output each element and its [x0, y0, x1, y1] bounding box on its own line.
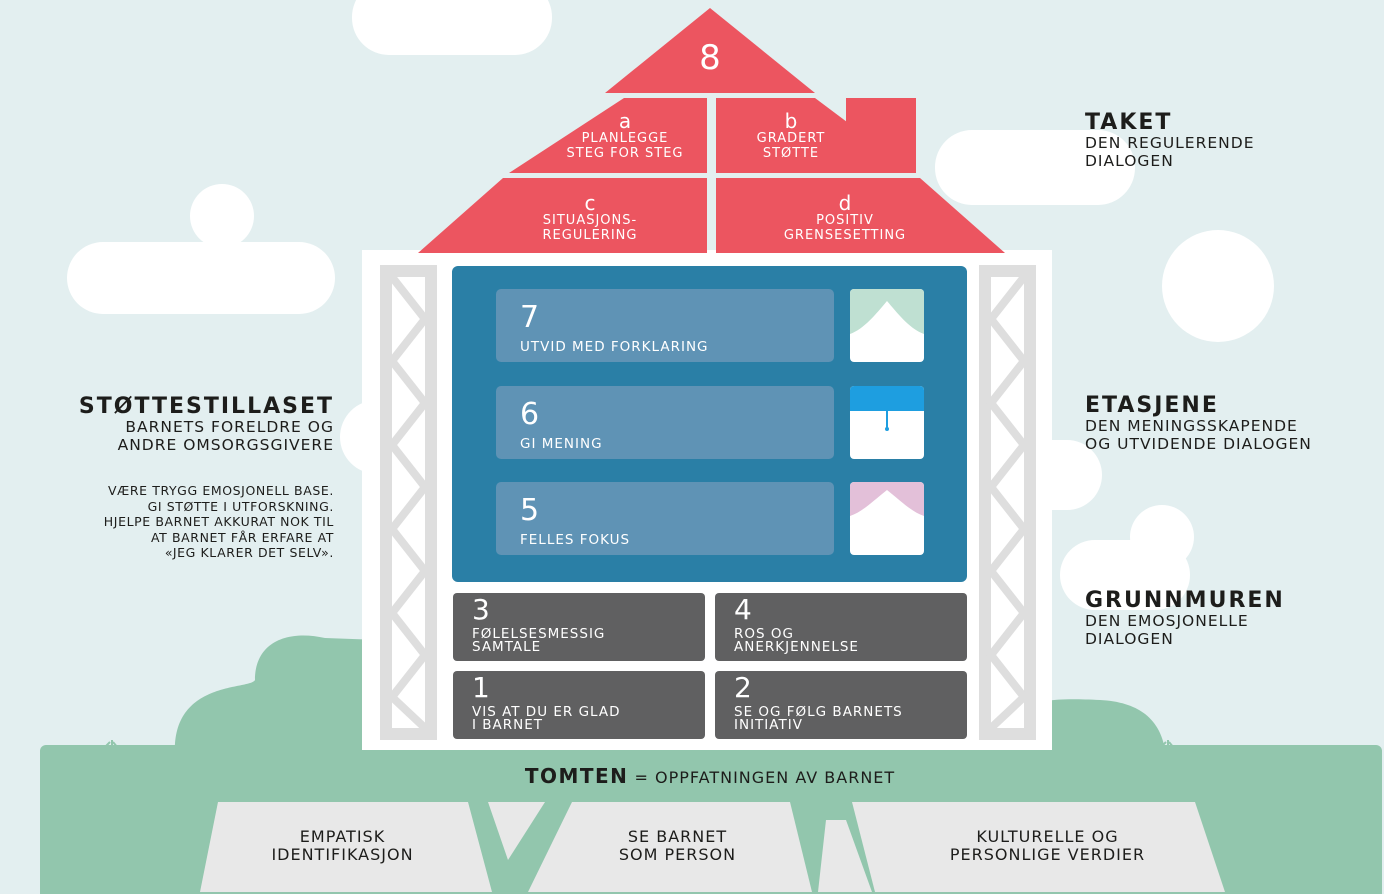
- window-floor-6: [850, 386, 924, 459]
- roof-cell-label: PLANLEGGE STEG FOR STEG: [566, 131, 684, 161]
- label-note: VÆRE TRYGG EMOSJONELL BASE. GI STØTTE I …: [103, 483, 334, 560]
- floor-label: GI MENING: [520, 436, 603, 452]
- foundation-number: 2: [734, 671, 752, 704]
- label-subtitle: DEN MENINGSSKAPENDE OG UTVIDENDE DIALOGE…: [1085, 417, 1312, 453]
- label-stottestillaset: STØTTESTILLASET BARNETS FORELDRE OG ANDR…: [4, 394, 334, 455]
- label-etasjene: ETASJENE DEN MENINGSSKAPENDE OG UTVIDEND…: [1085, 393, 1381, 454]
- ground-stones: [200, 802, 1225, 892]
- window-floor-7: [850, 289, 924, 362]
- scaffold-right: [979, 265, 1036, 740]
- scaffold-left: [380, 265, 437, 740]
- foundation-label: SE OG FØLG BARNETS INITIATIV: [734, 704, 903, 733]
- roof: [418, 8, 1005, 253]
- roof-cell-label: GRADERT STØTTE: [756, 131, 826, 161]
- roof-cell-label: POSITIV GRENSESETTING: [783, 213, 907, 243]
- ground-title-rest: = OPPFATNINGEN AV BARNET: [628, 768, 896, 787]
- label-subtitle: DEN EMOSJONELLE DIALOGEN: [1085, 612, 1249, 648]
- label-title: GRUNNMUREN: [1085, 588, 1285, 613]
- foundation-number: 3: [472, 593, 490, 626]
- blind-icon: [850, 386, 924, 431]
- label-title: TAKET: [1085, 110, 1173, 135]
- roof-cell-c: c SITUASJONS- REGULERING: [500, 192, 680, 243]
- foundation-2: 2 SE OG FØLG BARNETS INITIATIV: [715, 671, 967, 739]
- foundation-label: VIS AT DU ER GLAD I BARNET: [472, 704, 621, 733]
- label-subtitle: BARNETS FORELDRE OG ANDRE OMSORGSGIVERE: [117, 418, 334, 454]
- grass-tufts: [103, 740, 1175, 749]
- foundation-number: 4: [734, 593, 752, 626]
- foundation-label: ROS OG ANERKJENNELSE: [734, 626, 859, 655]
- ground-stone-2: SE BARNET SOM PERSON: [618, 827, 737, 864]
- roof-cell-d: d POSITIV GRENSESETTING: [750, 192, 940, 243]
- foundation-3: 3 FØLELSESMESSIG SAMTALE: [453, 593, 705, 661]
- label-taket: TAKET DEN REGULERENDE DIALOGEN: [1085, 110, 1375, 171]
- foundation-4: 4 ROS OG ANERKJENNELSE: [715, 593, 967, 661]
- window-floor-5: [850, 482, 924, 555]
- floor-number: 5: [520, 493, 540, 528]
- curtain-icon: [850, 289, 924, 334]
- curtain-icon: [850, 482, 924, 516]
- foundation-label: FØLELSESMESSIG SAMTALE: [472, 626, 606, 655]
- roof-cell-letter: c: [584, 191, 596, 215]
- roof-cell-b: b GRADERT STØTTE: [716, 110, 866, 161]
- ground-title: TOMTEN = OPPFATNINGEN AV BARNET: [400, 764, 1020, 788]
- foundation-1: 1 VIS AT DU ER GLAD I BARNET: [453, 671, 705, 739]
- label-grunnmuren: GRUNNMUREN DEN EMOSJONELLE DIALOGEN: [1085, 588, 1375, 649]
- roof-cell-label: SITUASJONS- REGULERING: [542, 213, 638, 243]
- floor-label: FELLES FOKUS: [520, 532, 631, 548]
- foundation-number: 1: [472, 671, 490, 704]
- floor-label: UTVID MED FORKLARING: [520, 339, 709, 355]
- floor-number: 7: [520, 300, 540, 335]
- floor-6: 6 GI MENING: [496, 386, 834, 459]
- roof-cell-letter: a: [618, 109, 632, 133]
- label-title: STØTTESTILLASET: [78, 394, 334, 419]
- floor-5: 5 FELLES FOKUS: [496, 482, 834, 555]
- ground-stone-1: EMPATISK IDENTIFIKASJON: [271, 827, 414, 864]
- label-subtitle: DEN REGULERENDE DIALOGEN: [1085, 134, 1255, 170]
- roof-cell-letter: d: [838, 191, 852, 215]
- roof-top-number: 8: [699, 38, 721, 78]
- ground-stone-3: KULTURELLE OG PERSONLIGE VERDIER: [949, 827, 1146, 864]
- floor-7: 7 UTVID MED FORKLARING: [496, 289, 834, 362]
- roof-cell-letter: b: [784, 109, 798, 133]
- roof-cell-a: a PLANLEGGE STEG FOR STEG: [545, 110, 705, 161]
- label-title: ETASJENE: [1085, 393, 1219, 418]
- ground-title-bold: TOMTEN: [524, 764, 629, 788]
- floor-number: 6: [520, 397, 540, 432]
